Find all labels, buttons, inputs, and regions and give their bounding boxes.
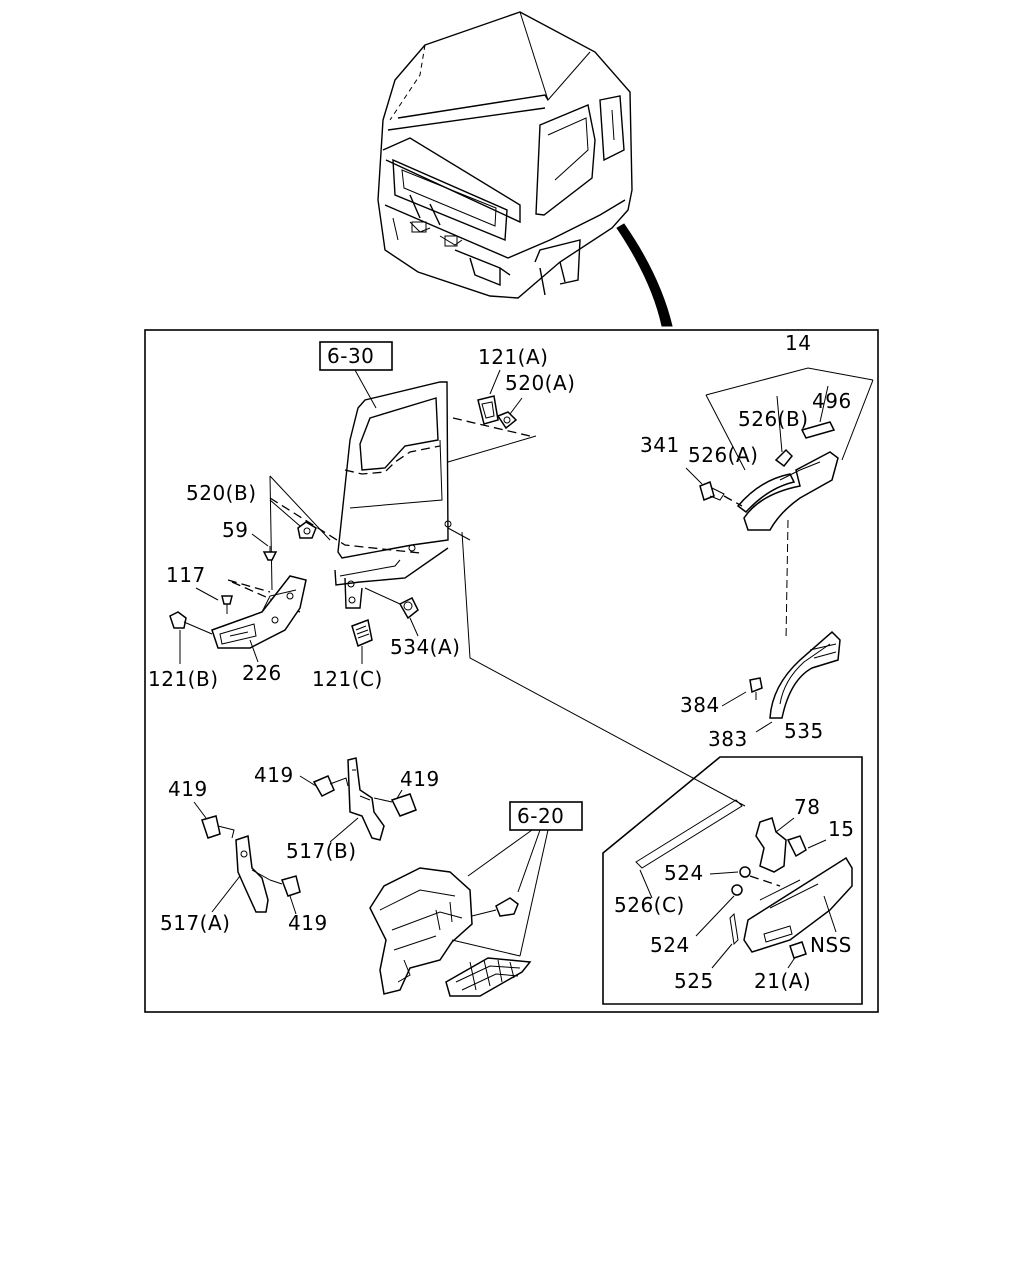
label-517A: 517(A) [160,911,230,935]
label-520B: 520(B) [186,481,257,505]
label-524a: 524 [664,861,704,885]
callout-arrow [616,223,673,327]
label-524b: 524 [650,933,690,957]
label-15: 15 [828,817,854,841]
bracket-517A: 419 419 517(A) [160,777,328,935]
label-419d: 419 [288,911,328,935]
label-419a: 419 [254,763,294,787]
label-535: 535 [784,719,824,743]
label-121C: 121(C) [312,667,383,691]
label-226: 226 [242,661,282,685]
part-121A-520A: 121(A) 520(A) [477,345,575,430]
label-419c: 419 [168,777,208,801]
label-419b: 419 [400,767,440,791]
ref-box-6-20 [509,801,583,831]
step-assembly: 6-20 [369,801,583,997]
inner-box-535: 78 15 524 526(C) 524 NSS 525 21(A) [602,756,863,1005]
label-526B: 526(B) [738,407,809,431]
label-526C: 526(C) [614,893,685,917]
left-bracket-group: 520(B) 59 117 121(B) 226 [148,475,331,691]
label-383: 383 [708,727,748,751]
diagram-frame [144,329,879,1013]
label-517B: 517(B) [286,839,357,863]
rear-trim-group: 14 526(B) 496 341 526(A) [640,331,874,641]
label-384: 384 [680,693,720,717]
bracket-517B: 419 419 517(B) [254,757,440,863]
ref-label-6-20: 6-20 [517,804,564,828]
label-525: 525 [674,969,714,993]
leader-line-door-to-trim [461,531,746,807]
ref-box-6-30 [319,341,393,371]
label-21A: 21(A) [754,969,811,993]
label-59: 59 [222,518,248,542]
truck-cab-illustration [377,11,633,299]
label-520A: 520(A) [505,371,575,395]
part-121C-534A: 121(C) 534(A) [312,587,460,691]
label-14: 14 [785,331,811,355]
ref-label-6-30: 6-30 [327,344,374,368]
label-526A: 526(A) [688,443,758,467]
label-78: 78 [794,795,820,819]
label-341: 341 [640,433,680,457]
label-121B: 121(B) [148,667,219,691]
label-534A: 534(A) [390,635,460,659]
label-NSS: NSS [810,933,852,957]
door-glass-assembly: 6-30 [269,341,537,609]
label-117: 117 [166,563,206,587]
label-121A: 121(A) [478,345,548,369]
step-trim-383: 384 383 535 [680,630,841,751]
label-496: 496 [812,389,852,413]
